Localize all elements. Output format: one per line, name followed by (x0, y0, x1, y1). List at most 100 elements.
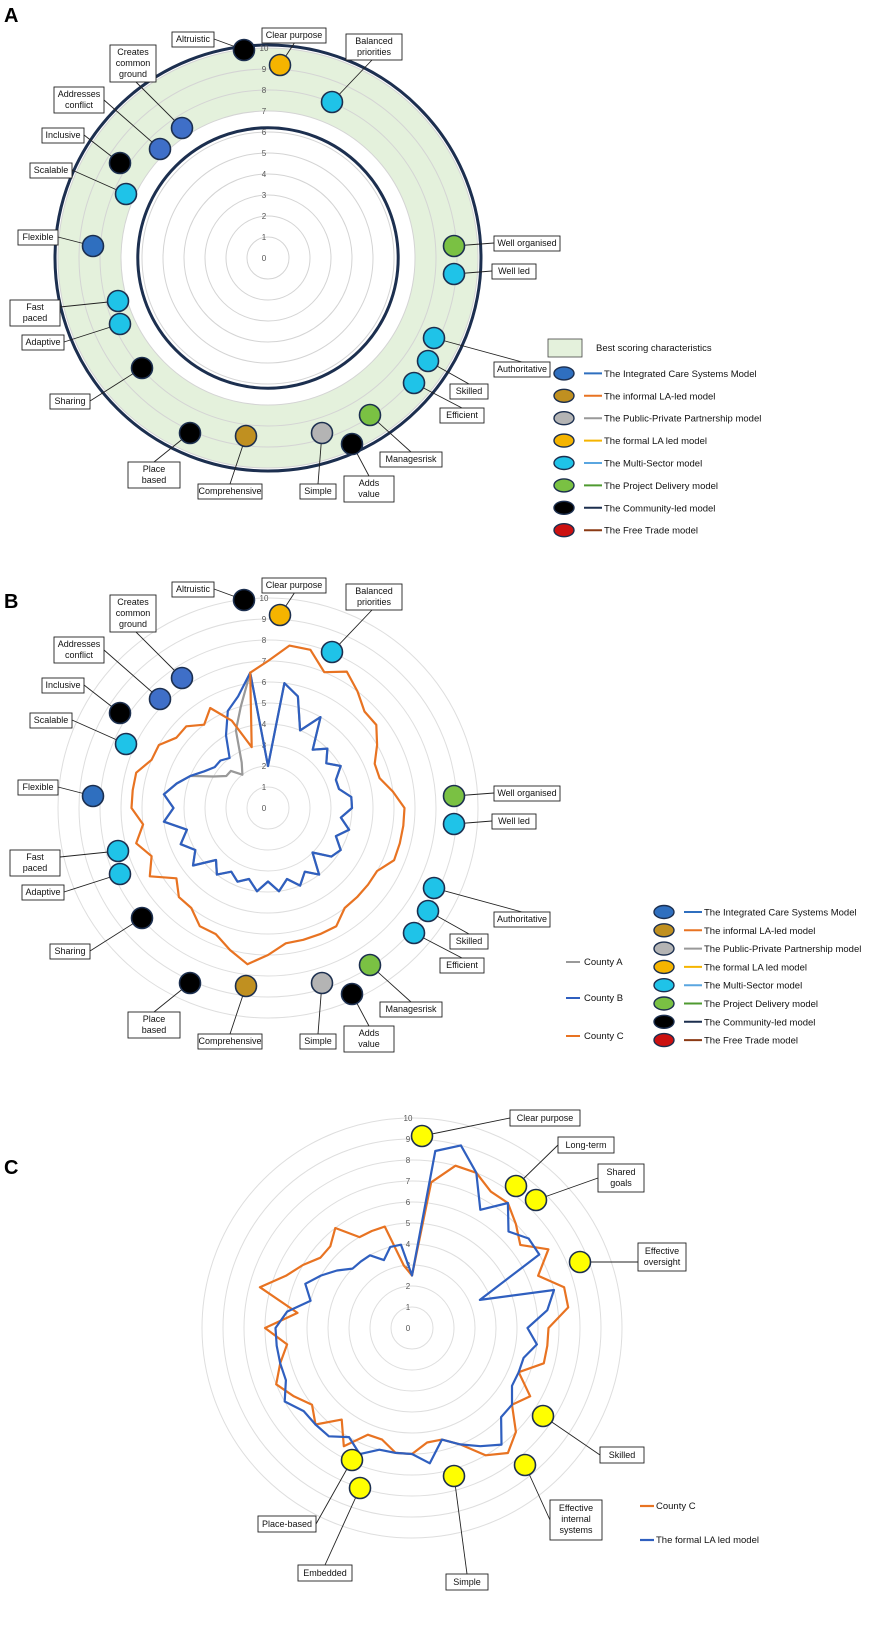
characteristic-label-line: Balanced (355, 586, 393, 596)
legend-label-3: The formal LA led model (604, 436, 707, 447)
characteristic-label: Comprehensive (198, 486, 261, 496)
characteristic-label-line: ground (119, 69, 147, 79)
characteristic-label-line: common (116, 58, 151, 68)
a-marker-efficient (402, 371, 426, 395)
characteristic-label-line: Sharing (54, 396, 85, 406)
characteristic-label-line: Managesrisk (385, 454, 437, 464)
radial-tick-label: 2 (406, 1282, 411, 1291)
characteristic-label-box (597, 1163, 645, 1193)
legend-label-1: The informal LA-led model (604, 391, 715, 402)
characteristic-label: Sharing (54, 396, 85, 406)
a-marker-addresses-conflict (148, 137, 172, 161)
characteristic-label-box (491, 813, 537, 830)
characteristic-label-line: Adaptive (25, 337, 60, 347)
c-label-4: Skilled (599, 1446, 645, 1464)
radial-tick-label: 6 (262, 128, 267, 137)
b-label-15: Managesrisk (379, 1001, 443, 1018)
characteristic-label-box (449, 383, 489, 400)
radar-gridline-10 (57, 597, 479, 1019)
b-label-1: Clear purpose (261, 577, 327, 594)
characteristic-label-line: systems (559, 1525, 593, 1535)
characteristic-label-box (41, 127, 85, 144)
radial-tick-label: 10 (260, 594, 269, 603)
c-label-6: Simple (445, 1573, 489, 1591)
characteristic-label-box (9, 299, 61, 327)
b-label-18: Authoritative (493, 911, 551, 928)
c-marker-place-based (340, 1448, 364, 1472)
legend-label-0: The Integrated Care Systems Model (604, 369, 757, 380)
characteristic-label: Adaptive (25, 887, 60, 897)
characteristic-label-box (297, 1564, 353, 1582)
characteristic-label-box (637, 1242, 687, 1272)
band-outer-ring (53, 43, 483, 473)
characteristic-label-box (171, 581, 215, 598)
radial-tick-label: 3 (262, 191, 267, 200)
characteristic-label-box (257, 1515, 317, 1533)
radar-gridline-9 (78, 68, 458, 448)
radial-tick-label: 8 (262, 636, 267, 645)
a-marker-inclusive (108, 151, 132, 175)
characteristic-label: Efficient (446, 960, 478, 970)
b-marker-skilled (416, 899, 440, 923)
characteristic-label-box (343, 1025, 395, 1053)
characteristic-label-line: Adaptive (25, 887, 60, 897)
characteristic-label-box (445, 1573, 489, 1591)
characteristic-label-line: Inclusive (45, 680, 80, 690)
c-marker-effective-oversight (568, 1250, 592, 1274)
b-label-19: Well led (491, 813, 537, 830)
characteristic-label: Simple (304, 1036, 332, 1046)
characteristic-label-line: Well led (498, 266, 530, 276)
characteristic-label-line: Creates (117, 597, 149, 607)
c-leader-0-line (421, 1117, 511, 1137)
characteristic-label-box (17, 779, 59, 796)
legend-label-6: The Community-led model (704, 1017, 815, 1028)
a-label-15: Managesrisk (379, 451, 443, 468)
band-inner-ring (136, 126, 400, 390)
characteristic-label-line: based (142, 1025, 167, 1035)
radar-gridline-5 (162, 702, 374, 914)
characteristic-label-box (53, 86, 105, 114)
legend-marker-0 (553, 366, 575, 381)
radial-tick-label: 2 (262, 212, 267, 221)
series-line-county-c (130, 644, 406, 966)
characteristic-label-box (109, 594, 157, 633)
a-label-7: Flexible (17, 229, 59, 246)
characteristic-label: Scalable (34, 715, 69, 725)
b-label-5: Inclusive (41, 677, 85, 694)
legend-marker-6 (653, 1014, 675, 1029)
characteristic-label-line: Efficient (446, 960, 478, 970)
characteristic-label-box (17, 229, 59, 246)
characteristic-label: Skilled (609, 1450, 636, 1460)
characteristic-label-box (379, 451, 443, 468)
a-marker-adds-value (340, 432, 364, 456)
radar-gridline-5 (162, 152, 374, 364)
county-legend-label: County A (584, 957, 623, 968)
characteristic-label-box (299, 483, 337, 500)
characteristic-label-box (29, 162, 73, 179)
c-marker-embedded (348, 1476, 372, 1500)
radar-gridline-6 (285, 1201, 539, 1455)
characteristic-label: Managesrisk (385, 454, 437, 464)
characteristic-label: Altruistic (176, 584, 211, 594)
characteristic-label-box (49, 943, 91, 960)
characteristic-label-line: Well organised (497, 788, 556, 798)
b-marker-well-led (442, 812, 466, 836)
characteristic-label-box (345, 583, 403, 611)
a-label-0: Altruistic (171, 31, 215, 48)
characteristic-label-box (21, 334, 65, 351)
characteristic-label-line: Clear purpose (266, 580, 323, 590)
characteristic-label-line: Comprehensive (198, 486, 261, 496)
legend-marker-3 (653, 959, 675, 975)
legend-marker-2 (553, 411, 575, 426)
characteristic-label-line: Adds (359, 1028, 380, 1038)
characteristic-label-line: Addresses (58, 89, 101, 99)
